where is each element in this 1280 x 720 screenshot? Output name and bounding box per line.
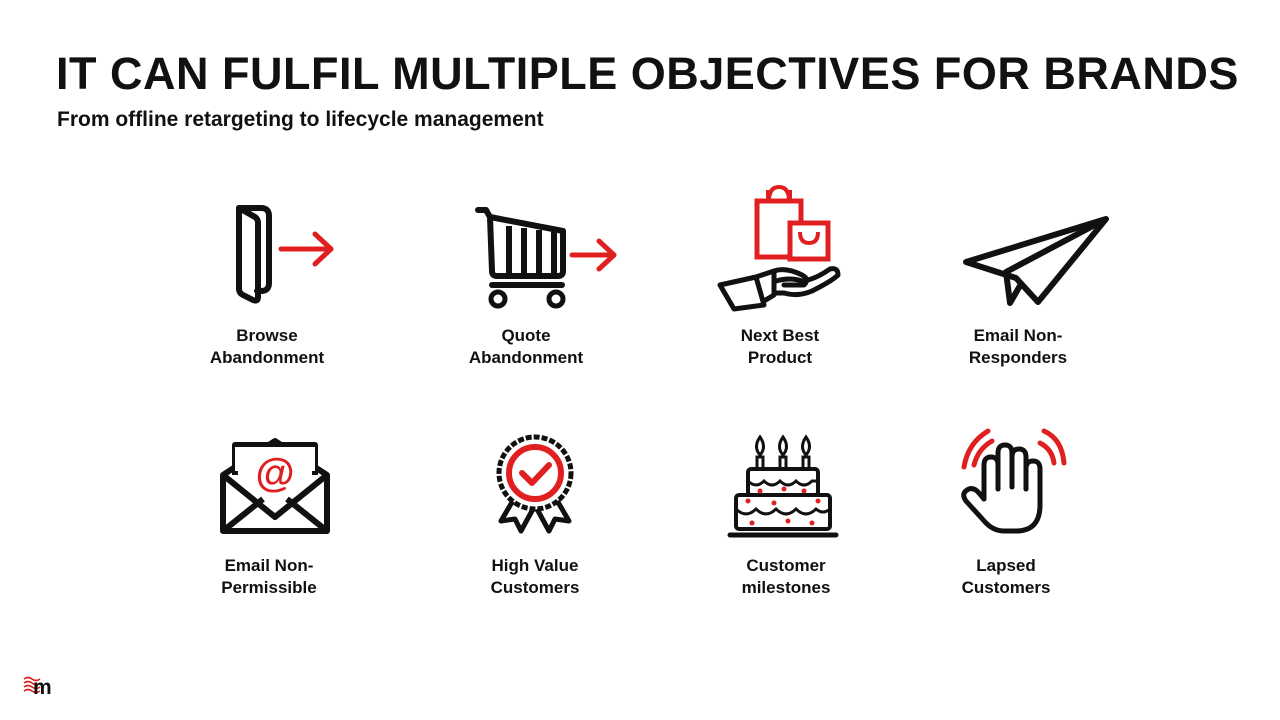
door-exit-icon: [236, 205, 334, 304]
email-envelope-at-icon: @: [220, 438, 330, 534]
page-title: IT CAN FULFIL MULTIPLE OBJECTIVES FOR BR…: [56, 48, 1239, 99]
brand-logo-icon: m: [23, 676, 52, 699]
birthday-cake-icon: [727, 434, 839, 538]
page-subtitle: From offline retargeting to lifecycle ma…: [57, 108, 544, 131]
objective-label: Email Non-Permissible: [221, 556, 317, 597]
award-badge-icon: [496, 434, 574, 534]
logo-text: m: [33, 676, 52, 699]
waving-hand-icon: [961, 428, 1067, 534]
objective-email-non-responders: Email Non-Responders: [918, 205, 1118, 405]
shopping-cart-exit-icon: [475, 207, 617, 309]
paper-plane-icon: [963, 216, 1109, 306]
svg-text:@: @: [255, 451, 294, 495]
brand-logo: m: [22, 672, 62, 702]
hand-shopping-bags-icon: [717, 184, 841, 312]
objective-label: Email Non-Responders: [968, 326, 1068, 367]
objective-email-non-permissible: @ Email Non-Permissible: [169, 435, 369, 635]
